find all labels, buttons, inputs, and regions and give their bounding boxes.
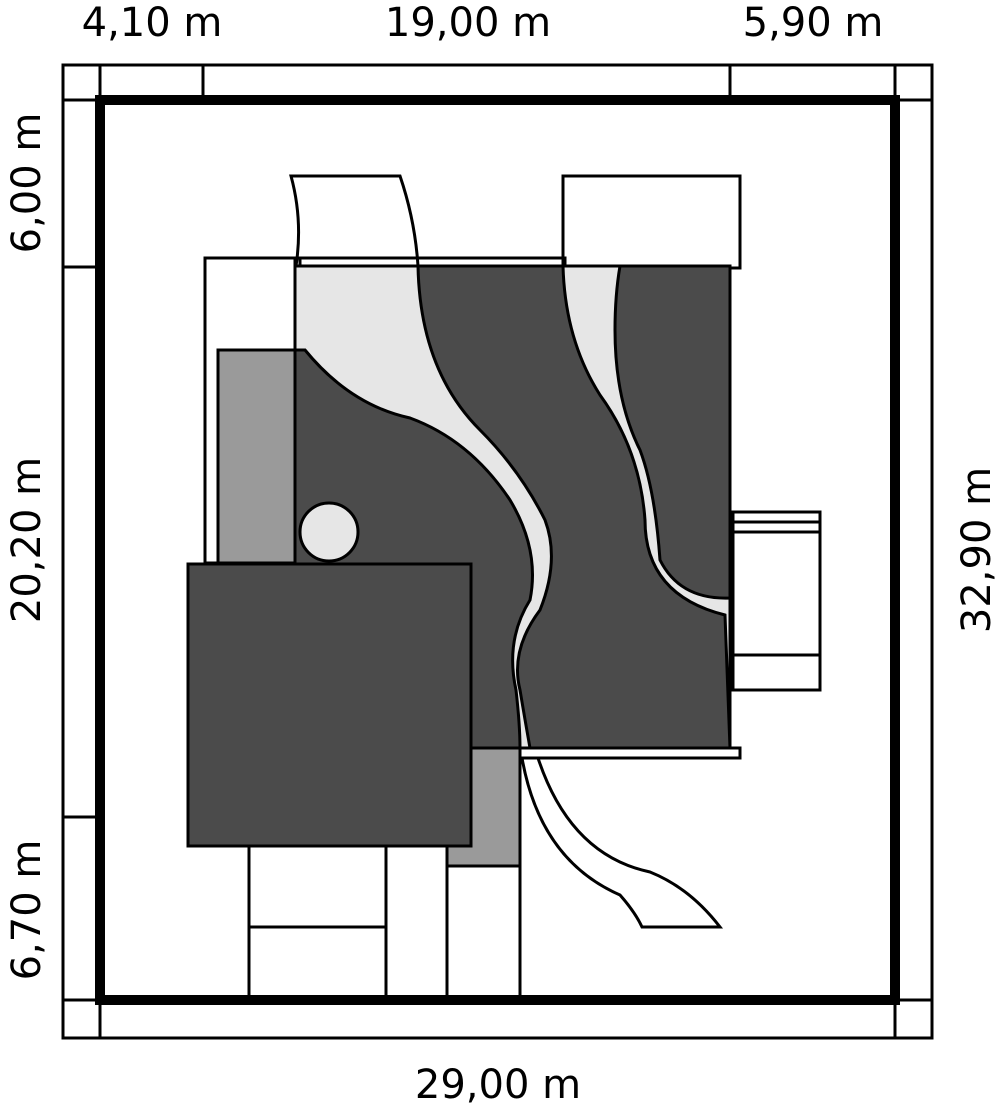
- outer-frame: [61, 63, 934, 1040]
- dim-right: 32,90 m: [954, 467, 1000, 633]
- dim-top-right: 5,90 m: [743, 0, 884, 46]
- dim-left-middle: 20,20 m: [4, 457, 50, 623]
- building-dark-center: [416, 264, 732, 750]
- curved-walkway: [520, 756, 724, 929]
- band-ticks: [63, 65, 932, 1038]
- south-outline-block-left: [247, 844, 388, 1000]
- south-outline-block-right: [445, 864, 522, 1000]
- dim-top-left: 4,10 m: [82, 0, 223, 46]
- west-annex-grey: [216, 348, 297, 565]
- north-right-canopy: [561, 174, 742, 270]
- dim-bottom: 29,00 m: [415, 1062, 581, 1108]
- north-entry-canopy: [289, 174, 420, 268]
- building-dark-east: [613, 264, 732, 600]
- east-canopy: [731, 530, 822, 692]
- dim-left-bottom: 6,70 m: [4, 840, 50, 981]
- dim-top-middle: 19,00 m: [385, 0, 551, 46]
- southwest-building-block: [186, 562, 473, 848]
- dim-left-top: 6,00 m: [4, 113, 50, 254]
- round-feature: [298, 501, 360, 563]
- plot-boundary: [95, 95, 900, 1005]
